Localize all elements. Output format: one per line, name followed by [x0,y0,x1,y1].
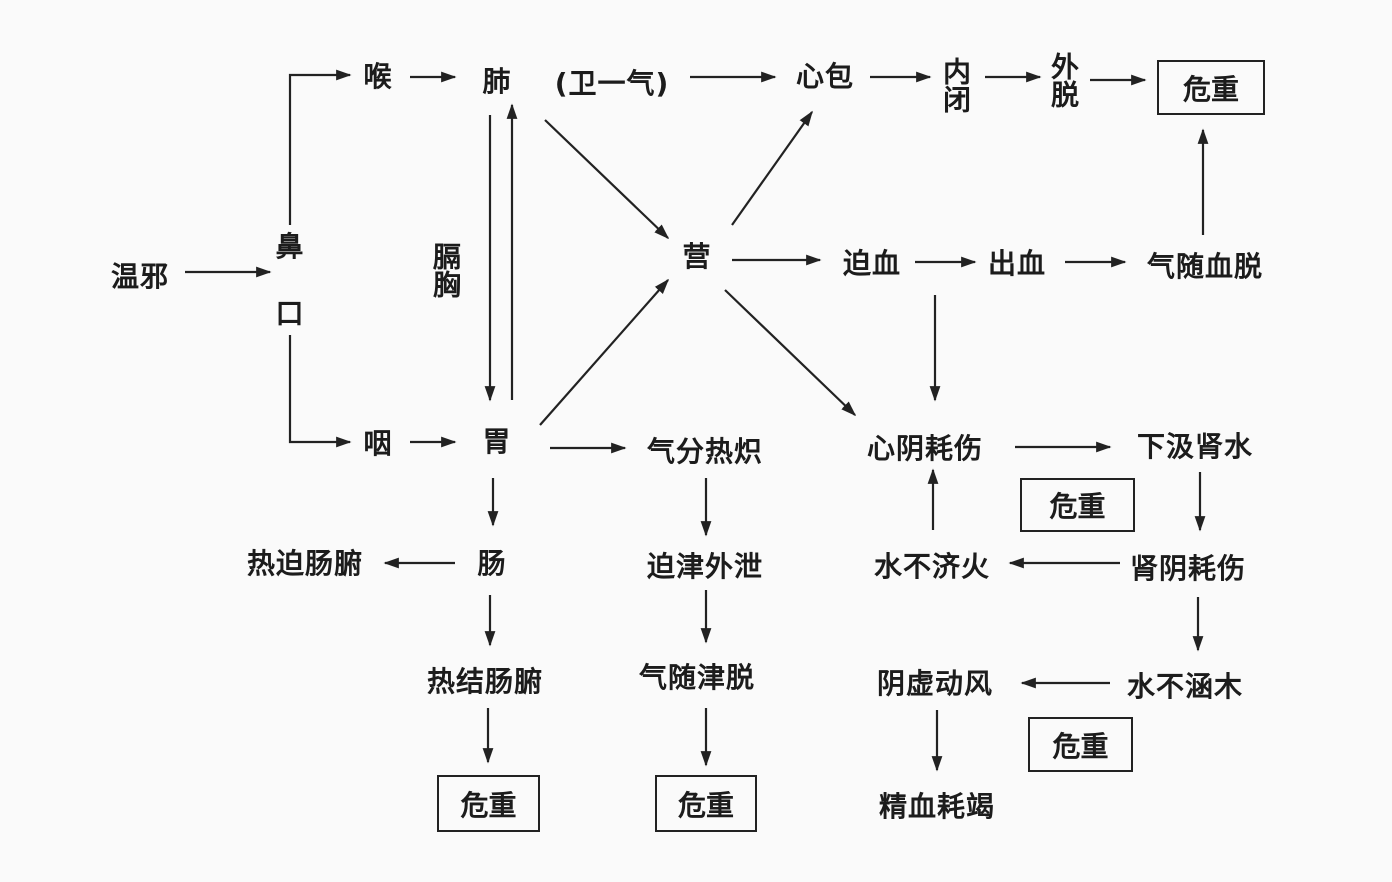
critical-box: 危重 [437,775,540,832]
arrow [539,278,670,426]
node-wei-qi: (卫一气) [554,67,670,100]
node-fei: 肺 [482,65,512,98]
arrow [724,289,857,417]
node-shuibujihuo: 水不济火 [873,550,991,583]
node-shenyinhaoshang: 肾阴耗伤 [1129,552,1247,585]
critical-box: 危重 [1020,478,1135,532]
node-qifenrechi: 气分热炽 [646,435,764,468]
arrow [731,110,813,226]
node-poxue: 迫血 [842,247,902,280]
node-neibi: 内闭 [939,57,972,113]
node-jingxuehaojie: 精血耗竭 [878,790,996,823]
arrow [288,69,352,225]
critical-box: 危重 [1157,60,1265,115]
node-qisuixuetuo: 气随血脱 [1146,250,1264,283]
node-ying: 营 [682,240,712,273]
node-xinbao: 心包 [795,60,855,93]
node-gexiong: 膈胸 [429,242,462,298]
node-xiajishenshui: 下汲肾水 [1136,430,1254,463]
arrow [544,119,670,240]
node-wei: 胃 [482,425,512,458]
node-hou: 喉 [363,60,393,93]
node-kou: 口 [275,297,305,330]
node-qisuijintuo: 气随津脱 [638,661,756,694]
node-chang: 肠 [477,547,507,580]
critical-box: 危重 [1028,717,1133,772]
node-waituo: 外脱 [1047,52,1080,108]
node-chuxue: 出血 [987,247,1047,280]
node-shuiburhanmu: 水不涵木 [1126,670,1244,703]
node-pojinwaixie: 迫津外泄 [646,550,764,583]
node-yan: 咽 [363,427,393,460]
node-wenxie: 温邪 [110,260,170,293]
arrow [288,335,352,448]
node-bi: 鼻 [275,230,305,263]
node-repochangfu: 热迫肠腑 [246,547,364,580]
node-rejiechangfu: 热结肠腑 [426,665,544,698]
node-yinxudongfeng: 阴虚动风 [876,667,994,700]
node-xinyinhaoshang: 心阴耗伤 [866,432,984,465]
critical-box: 危重 [655,775,757,832]
